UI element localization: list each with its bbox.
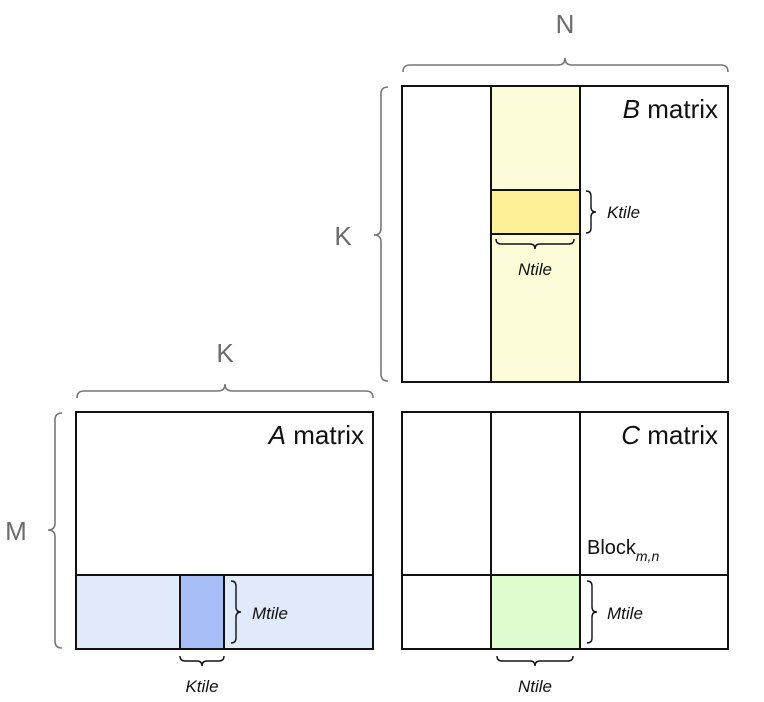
b-matrix-word: matrix: [640, 94, 718, 124]
c-mtile-label: Mtile: [607, 604, 643, 623]
b-tile-highlight: [491, 190, 580, 234]
c-ntile-label: Ntile: [518, 677, 552, 696]
b-ntile-label: Ntile: [518, 260, 552, 279]
m-dimension-label: M: [5, 516, 27, 546]
b-ntile-brace-icon: [495, 238, 575, 250]
a-matrix-letter: A: [267, 420, 286, 450]
c-matrix-word: matrix: [640, 420, 718, 450]
b-matrix: B matrix Ktile Ntile: [401, 85, 729, 383]
n-dimension-label: N: [556, 9, 575, 39]
a-ktile-label: Ktile: [185, 677, 218, 696]
a-matrix-word: matrix: [286, 420, 364, 450]
c-mtile-brace-icon: [586, 580, 598, 644]
block-label-subscript: m,n: [636, 548, 660, 564]
c-matrix-letter: C: [621, 420, 640, 450]
c-tile-highlight: [491, 575, 580, 649]
c-matrix-title: C matrix: [621, 420, 718, 450]
block-label-main: Block: [587, 537, 637, 559]
a-tile-highlight: [180, 575, 224, 649]
k-dimension-brace-a-icon: [76, 383, 374, 399]
b-matrix-outline: [401, 85, 729, 383]
b-matrix-letter: B: [623, 94, 640, 124]
k-dimension-brace-b-icon: [373, 86, 389, 382]
a-mtile-brace-icon: [230, 580, 242, 644]
a-tile-outline: [179, 574, 225, 650]
k-dimension-label-a: K: [216, 338, 234, 368]
a-mtile-label: Mtile: [252, 604, 288, 623]
a-matrix-title: A matrix: [267, 420, 364, 450]
b-ktile-brace-icon: [585, 190, 597, 234]
b-matrix-title: B matrix: [623, 94, 718, 124]
n-dimension-brace-icon: [402, 57, 729, 73]
c-tile-outline: [490, 574, 581, 650]
c-ntile-brace-icon: [496, 655, 574, 667]
k-dimension-label-b: K: [334, 221, 352, 251]
a-ktile-brace-icon: [179, 655, 225, 667]
a-matrix: A matrix Mtile Ktile: [75, 411, 374, 696]
c-matrix: C matrix Blockm,n Mtile Ntile: [401, 411, 729, 696]
block-label: Blockm,n: [587, 537, 659, 564]
b-tile-outline: [490, 189, 581, 235]
b-ktile-label: Ktile: [607, 203, 640, 222]
m-dimension-brace-icon: [47, 412, 63, 649]
